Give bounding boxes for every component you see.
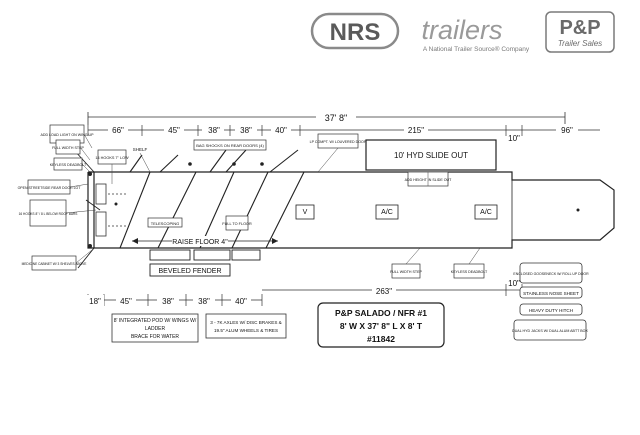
callout-box xyxy=(29,199,67,227)
overall-length-label: 37' 8" xyxy=(325,113,347,123)
dim-bg xyxy=(235,124,257,135)
dim-40: 40" xyxy=(275,126,287,135)
nrs-logo-text: NRS xyxy=(330,19,381,46)
option-gooseneck: ENCLOSED GOOSENECK W/ ROLL UP DOOR xyxy=(513,272,589,276)
callout-box xyxy=(225,215,249,231)
dim-66: 66" xyxy=(112,126,124,135)
hooks-belly-callout: 16 HOOKS 8" / 8 L BELOW ROOF BARS xyxy=(19,212,78,216)
integrated-pod-line-1: 8' INTEGRATED POD W/ WINGS W/ xyxy=(114,318,197,324)
telescoping-callout: TELESCOPING xyxy=(151,221,179,226)
dim-bg xyxy=(271,124,291,135)
v-label: V xyxy=(303,209,308,216)
pp-logo: P&P Trailer Sales xyxy=(545,11,615,53)
integrated-pod-line-3: BRACE FOR WATER xyxy=(131,334,179,340)
nrs-logo: NRS xyxy=(310,12,400,50)
dim-263: 263" xyxy=(376,287,392,296)
dim-bg xyxy=(404,124,428,135)
dim-bg xyxy=(202,124,224,135)
dim-10-bottom: 10" xyxy=(508,279,520,288)
raise-floor-label: RAISE FLOOR 4" xyxy=(172,239,228,246)
trailer-body xyxy=(87,171,615,249)
title-line-1: P&P SALADO / NFR #1 xyxy=(335,308,427,318)
slide-out-label: 10' HYD SLIDE OUT xyxy=(394,151,468,160)
dim-bg xyxy=(157,295,179,306)
bag-shocks-callout: BAG SHOCKS ON REAR DOORS (4) xyxy=(196,143,264,148)
dim-18: 18" xyxy=(89,297,101,306)
trailer-sales-text: Trailer Sales xyxy=(558,39,602,48)
keyless-deadbolt-top-callout: KEYLESS DEADBOLT xyxy=(50,163,87,167)
dim-215: 215" xyxy=(408,126,424,135)
lp-compt-callout: LP COMPT. W/ LOUVERED DOOR xyxy=(310,140,367,144)
options-list: ENCLOSED GOOSENECK W/ ROLL UP DOOR STAIN… xyxy=(512,262,589,341)
option-nose-sheet: STAINLESS NOSE SHEET xyxy=(523,291,579,296)
axles-line-2: 19.5" ALUM WHEELS & TIRES xyxy=(214,328,278,333)
rear-load-light-callout: ADD LOAD LIGHT ON WING UP xyxy=(40,133,94,137)
callout-box xyxy=(147,217,183,228)
ac-label-2: A/C xyxy=(480,209,492,216)
ac-label-1: A/C xyxy=(381,209,393,216)
title-box: P&P SALADO / NFR #1 8' W X 37' 8" L X 8'… xyxy=(317,302,445,348)
hinge-dots xyxy=(88,162,580,248)
title-line-2: 8' W X 37' 8" L X 8' T xyxy=(340,321,423,331)
rear-interior xyxy=(95,183,128,237)
dim-bg xyxy=(164,124,184,135)
raise-floor-indicator: RAISE FLOOR 4" xyxy=(132,236,278,246)
tagline: A National Trailer Source® Company xyxy=(423,45,530,53)
raise-height-callout: ADD HEIGHT IN SLIDE OUT xyxy=(405,178,452,182)
slide-out: 10' HYD SLIDE OUT xyxy=(365,139,497,171)
dim-96: 96" xyxy=(561,126,573,135)
dim-bg xyxy=(372,285,396,296)
full-to-floor-callout: FULL TO FLOOR xyxy=(222,222,252,226)
beveled-fender-label: BEVELED FENDER xyxy=(158,268,221,275)
callout-box xyxy=(193,139,267,151)
axles-box: 3 - 7K AXLES W/ DISC BRAKES & 19.5" ALUM… xyxy=(205,313,287,339)
dim-bottom-40: 40" xyxy=(235,297,247,306)
stall-dividers xyxy=(119,149,305,249)
dim-bottom-38-a: 38" xyxy=(162,297,174,306)
dim-bg xyxy=(108,124,128,135)
dim-38-b: 38" xyxy=(240,126,252,135)
shelf-callout: SHELF xyxy=(133,147,148,152)
medicine-cabinet-callout: MEDICINE CABINET W/ 3 SHELVES ABOVE xyxy=(22,262,87,266)
dim-bg xyxy=(116,295,136,306)
title-line-3: #11842 xyxy=(367,334,395,344)
interior-boxes xyxy=(295,204,498,220)
integrated-pod-box: 8' INTEGRATED POD W/ WINGS W/ LADDER BRA… xyxy=(111,313,199,343)
trailers-logo-text: trailers xyxy=(421,15,502,45)
dim-10-top: 10" xyxy=(508,134,520,143)
dim-bg xyxy=(231,295,251,306)
dim-bg xyxy=(86,295,104,306)
dim-bg xyxy=(556,124,578,135)
hooks-left-callout: 14 HOOKS 7" LOW xyxy=(95,156,129,160)
overall-dimension-line xyxy=(87,112,566,125)
dim-bg xyxy=(193,295,215,306)
integrated-pod-line-2: LADDER xyxy=(145,326,166,332)
fenders: BEVELED FENDER xyxy=(149,249,261,277)
leader-lines xyxy=(65,133,481,265)
dim-38-a: 38" xyxy=(208,126,220,135)
full-width-step-bottom-callout: FULL WIDTH STEP xyxy=(390,270,422,274)
dim-bottom-45: 45" xyxy=(120,297,132,306)
bottom-dimension-row xyxy=(87,284,523,306)
option-jacks: DUAL HYD JACKS W/ DUAL ALUM ABTT BOX xyxy=(512,329,588,333)
dim-45: 45" xyxy=(168,126,180,135)
keyless-deadbolt-bottom-callout: KEYLESS DEADBOLT xyxy=(451,270,488,274)
option-hitch: HEAVY DUTY HITCH xyxy=(529,308,573,313)
pp-logo-text: P&P xyxy=(559,17,600,39)
full-width-step-top-callout: FULL WIDTH STEP xyxy=(52,146,84,150)
open-streetside-callout: OPEN STREETSIDE REAR DOOR LOT xyxy=(18,186,82,190)
dim-bottom-38-b: 38" xyxy=(198,297,210,306)
axles-line-1: 3 - 7K AXLES W/ DISC BRAKES & xyxy=(210,320,281,325)
